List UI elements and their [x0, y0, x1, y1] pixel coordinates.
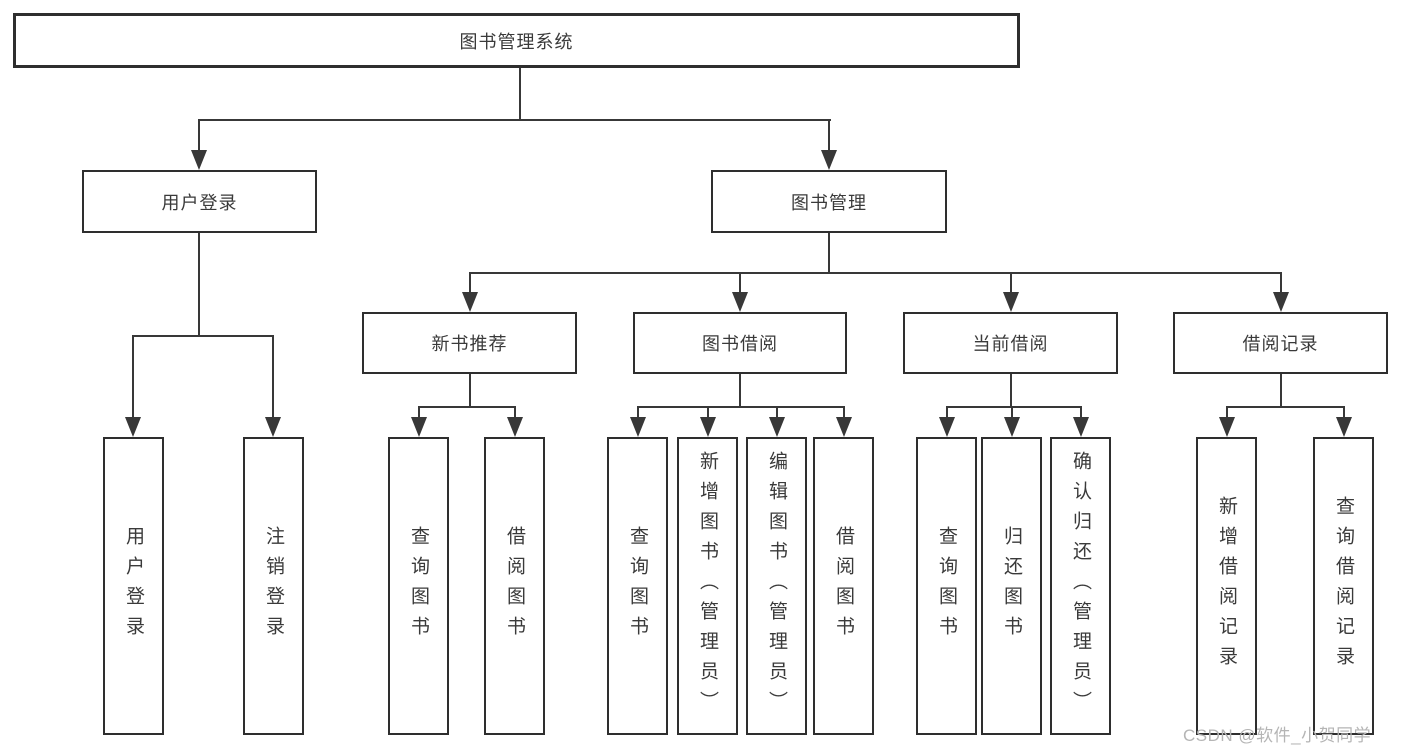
connector-leaf-stem — [707, 406, 709, 419]
arrow-down-icon — [1219, 417, 1235, 437]
node-new-book-recommend: 新书推荐 — [362, 312, 577, 374]
arrow-down-icon — [1336, 417, 1352, 437]
connector-level3-stem — [1280, 272, 1282, 294]
node-borrowing-records: 借阅记录 — [1173, 312, 1388, 374]
leaf-query-books-recommend: 查询图书 — [388, 437, 449, 735]
connector-current-rail — [946, 406, 1081, 408]
leaf-label: 新增借阅记录 — [1216, 496, 1237, 676]
node-book-management: 图书管理 — [711, 170, 947, 233]
leaf-confirm-return-admin: 确认归还（管理员） — [1050, 437, 1111, 735]
arrow-down-icon — [191, 150, 207, 170]
connector-leaf-stem — [132, 335, 134, 419]
connector-leaf-stem — [637, 406, 639, 419]
leaf-user-login: 用户登录 — [103, 437, 164, 735]
leaf-label: 查询图书 — [408, 526, 429, 646]
arrow-down-icon — [1003, 292, 1019, 312]
connector-borrowing-rail — [637, 406, 844, 408]
connector-records-down — [1280, 374, 1282, 406]
connector-book-mgmt-stem — [828, 119, 830, 152]
leaf-add-book-admin: 新增图书（管理员） — [677, 437, 738, 735]
leaf-query-books-borrowing: 查询图书 — [607, 437, 668, 735]
connector-user-login-rail — [133, 335, 274, 337]
arrow-down-icon — [265, 417, 281, 437]
arrow-down-icon — [1273, 292, 1289, 312]
arrow-down-icon — [732, 292, 748, 312]
connector-recommend-rail — [418, 406, 516, 408]
connector-recommend-down — [469, 374, 471, 406]
arrow-down-icon — [821, 150, 837, 170]
connector-leaf-stem — [1343, 406, 1345, 419]
connector-records-rail — [1226, 406, 1344, 408]
connector-leaf-stem — [843, 406, 845, 419]
leaf-edit-book-admin: 编辑图书（管理员） — [746, 437, 807, 735]
connector-book-mgmt-down — [828, 233, 830, 272]
leaf-borrow-books-borrowing: 借阅图书 — [813, 437, 874, 735]
leaf-label: 新增图书（管理员） — [697, 451, 718, 721]
connector-root-stem — [519, 68, 521, 120]
leaf-add-borrow-record: 新增借阅记录 — [1196, 437, 1257, 735]
arrow-down-icon — [1004, 417, 1020, 437]
node-user-login: 用户登录 — [82, 170, 317, 233]
connector-leaf-stem — [946, 406, 948, 419]
connector-leaf-stem — [272, 335, 274, 419]
leaf-label: 借阅图书 — [833, 526, 854, 646]
arrow-down-icon — [125, 417, 141, 437]
leaf-label: 注销登录 — [263, 526, 284, 646]
connector-level3-rail — [469, 272, 1282, 274]
leaf-borrow-books-recommend: 借阅图书 — [484, 437, 545, 735]
leaf-label: 归还图书 — [1001, 526, 1022, 646]
connector-leaf-stem — [776, 406, 778, 419]
connector-borrowing-down — [739, 374, 741, 406]
node-current-borrowing: 当前借阅 — [903, 312, 1118, 374]
arrow-down-icon — [769, 417, 785, 437]
connector-leaf-stem — [418, 406, 420, 419]
leaf-query-books-current: 查询图书 — [916, 437, 977, 735]
leaf-label: 确认归还（管理员） — [1070, 451, 1091, 721]
watermark: CSDN @软件_小贺同学 — [1183, 726, 1372, 745]
connector-leaf-stem — [1226, 406, 1228, 419]
leaf-label: 查询借阅记录 — [1333, 496, 1354, 676]
connector-user-login-stem — [198, 119, 200, 152]
connector-leaf-stem — [514, 406, 516, 419]
leaf-logout: 注销登录 — [243, 437, 304, 735]
leaf-query-borrow-record: 查询借阅记录 — [1313, 437, 1374, 735]
connector-current-down — [1010, 374, 1012, 406]
arrow-down-icon — [411, 417, 427, 437]
connector-level3-stem — [739, 272, 741, 294]
connector-leaf-stem — [1080, 406, 1082, 419]
arrow-down-icon — [462, 292, 478, 312]
leaf-label: 借阅图书 — [504, 526, 525, 646]
arrow-down-icon — [939, 417, 955, 437]
leaf-return-books: 归还图书 — [981, 437, 1042, 735]
arrow-down-icon — [836, 417, 852, 437]
node-library-system: 图书管理系统 — [13, 13, 1020, 68]
arrow-down-icon — [700, 417, 716, 437]
connector-level3-stem — [469, 272, 471, 294]
arrow-down-icon — [507, 417, 523, 437]
arrow-down-icon — [1073, 417, 1089, 437]
arrow-down-icon — [630, 417, 646, 437]
connector-level3-stem — [1010, 272, 1012, 294]
leaf-label: 查询图书 — [936, 526, 957, 646]
leaf-label: 用户登录 — [123, 526, 144, 646]
leaf-label: 编辑图书（管理员） — [766, 451, 787, 721]
leaf-label: 查询图书 — [627, 526, 648, 646]
connector-user-login-down — [198, 233, 200, 335]
connector-root-rail — [198, 119, 831, 121]
node-book-borrowing: 图书借阅 — [633, 312, 847, 374]
connector-leaf-stem — [1011, 406, 1013, 419]
